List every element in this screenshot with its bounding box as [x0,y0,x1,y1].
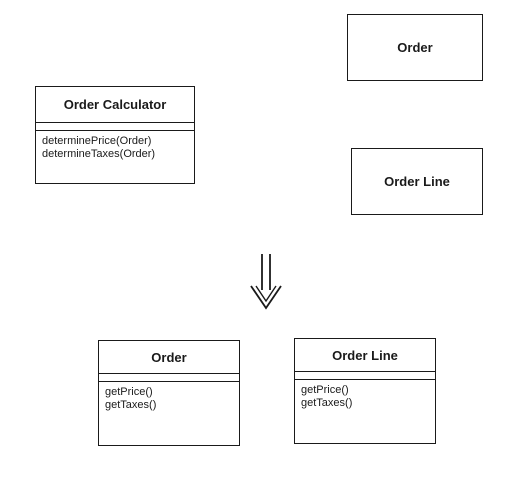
order-calculator-attributes [36,123,194,131]
operation-determine-price: determinePrice(Order) [42,135,152,147]
order-class: Order getPrice() getTaxes() [98,340,240,446]
order-line-class-operations: getPrice() getTaxes() [295,380,435,410]
order-line-class-attributes [295,372,435,380]
order-line-box: Order Line [351,148,483,215]
order-box: Order [347,14,483,81]
order-line-class-name: Order Line [295,339,435,372]
operation-get-taxes: getTaxes() [105,399,157,411]
operation-get-price: getPrice() [105,386,153,398]
order-line-box-label: Order Line [384,174,450,189]
order-calculator-class-name: Order Calculator [36,87,194,123]
double-down-arrow-icon [250,254,282,310]
order-calculator-operations: determinePrice(Order) determineTaxes(Ord… [36,131,194,161]
operation-get-taxes: getTaxes() [301,397,353,409]
order-class-attributes [99,374,239,382]
order-class-name: Order [99,341,239,374]
order-calculator-class: Order Calculator determinePrice(Order) d… [35,86,195,184]
order-class-operations: getPrice() getTaxes() [99,382,239,412]
operation-determine-taxes: determineTaxes(Order) [42,148,156,160]
order-line-class: Order Line getPrice() getTaxes() [294,338,436,444]
operation-get-price: getPrice() [301,384,349,396]
order-box-label: Order [397,40,433,55]
